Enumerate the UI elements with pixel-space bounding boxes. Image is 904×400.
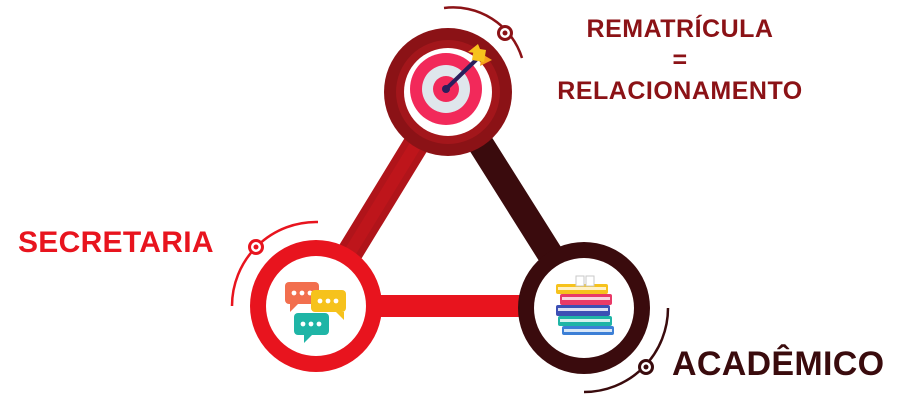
stack-of-books-icon: [556, 275, 614, 335]
label-academico: ACADÊMICO: [672, 345, 885, 383]
arc-left-decoration: [230, 220, 319, 307]
target-with-arrow-icon: [410, 44, 492, 125]
label-top-title: REMATRÍCULA: [586, 15, 774, 43]
arc-right-decoration: [583, 307, 670, 394]
label-top-subtitle: RELACIONAMENTO: [557, 77, 803, 105]
node-right: [518, 242, 650, 374]
label-top-separator: =: [672, 46, 688, 74]
node-left: [250, 240, 382, 372]
label-rematricula: REMATRÍCULA = RELACIONAMENTO: [540, 14, 820, 107]
arc-top-decoration: [443, 6, 524, 59]
label-secretaria: SECRETARIA: [18, 226, 214, 259]
chat-bubbles-icon: [285, 282, 346, 343]
node-top: [384, 28, 512, 156]
